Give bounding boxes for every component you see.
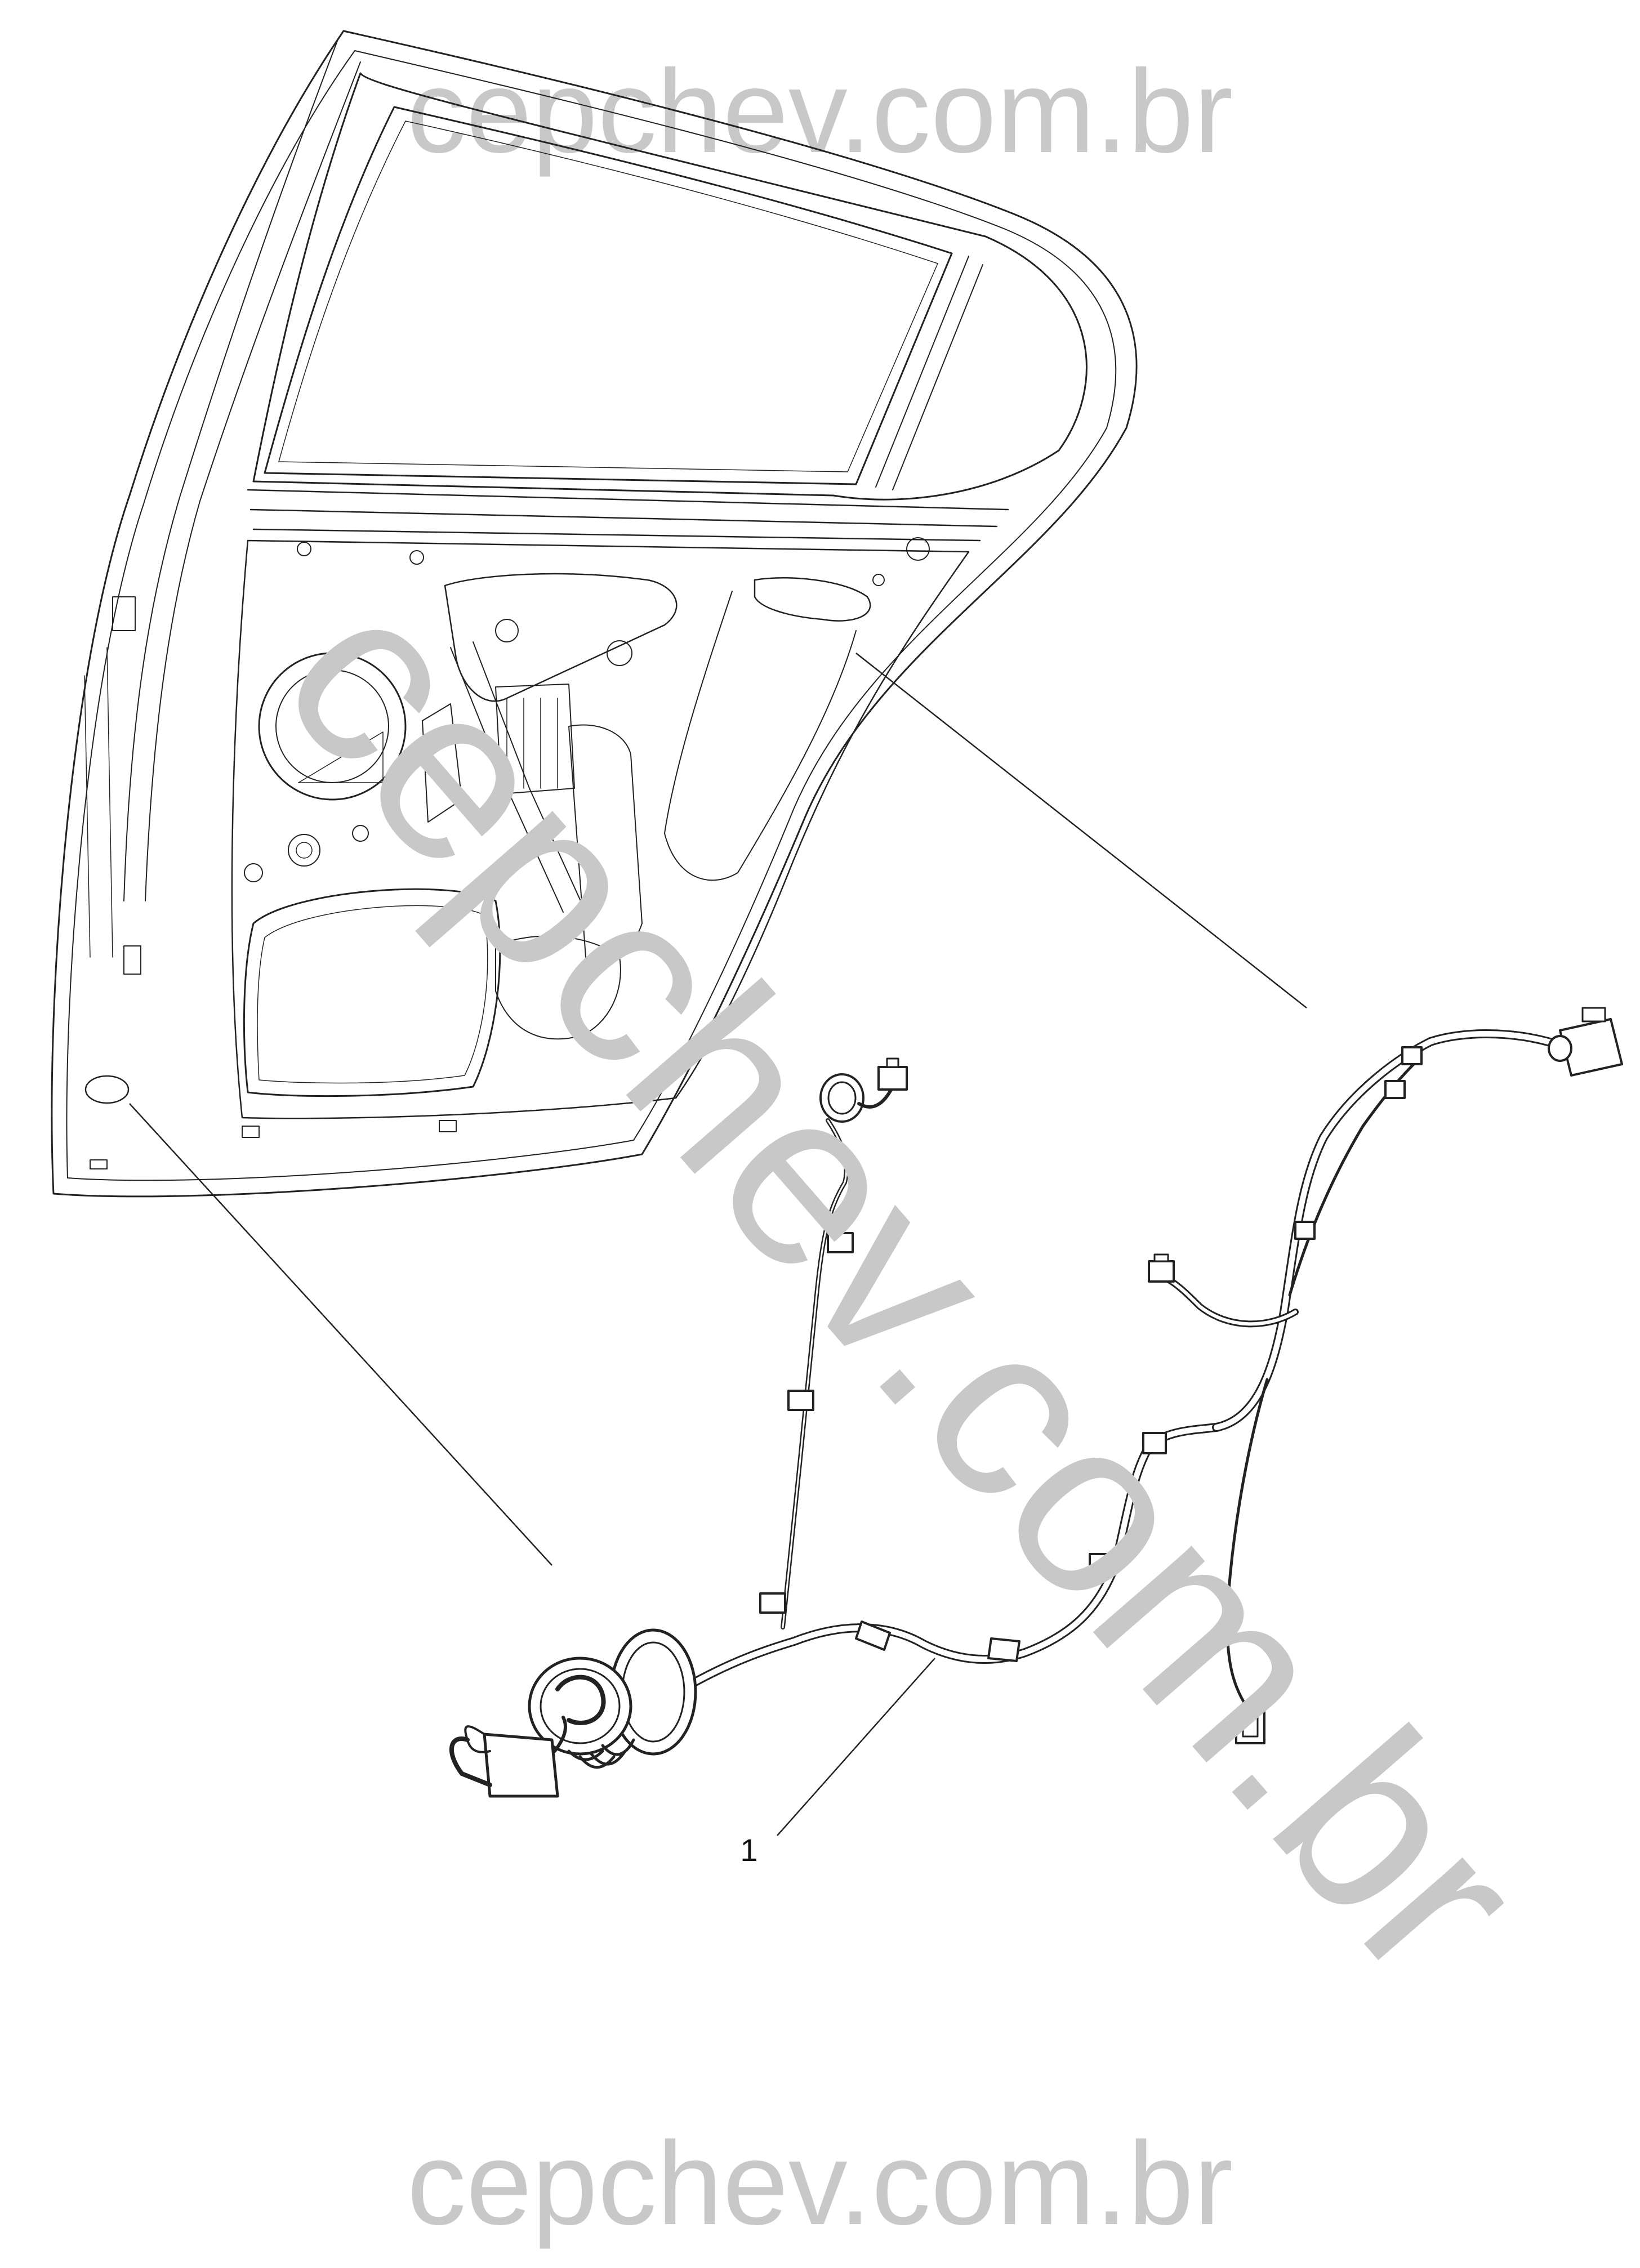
wiring-harness (449, 1007, 1623, 1798)
watermark-diagonal: cepchev.com.br (230, 541, 1575, 2029)
rear-door-panel (51, 30, 1138, 1198)
callout-leader-1 (777, 1658, 935, 1836)
leader-lines-door (129, 653, 1307, 1566)
callout-label-1: 1 (740, 1832, 757, 1868)
watermark-top: cepchev.com.br (407, 45, 1233, 177)
watermark-bottom: cepchev.com.br (407, 2117, 1233, 2249)
